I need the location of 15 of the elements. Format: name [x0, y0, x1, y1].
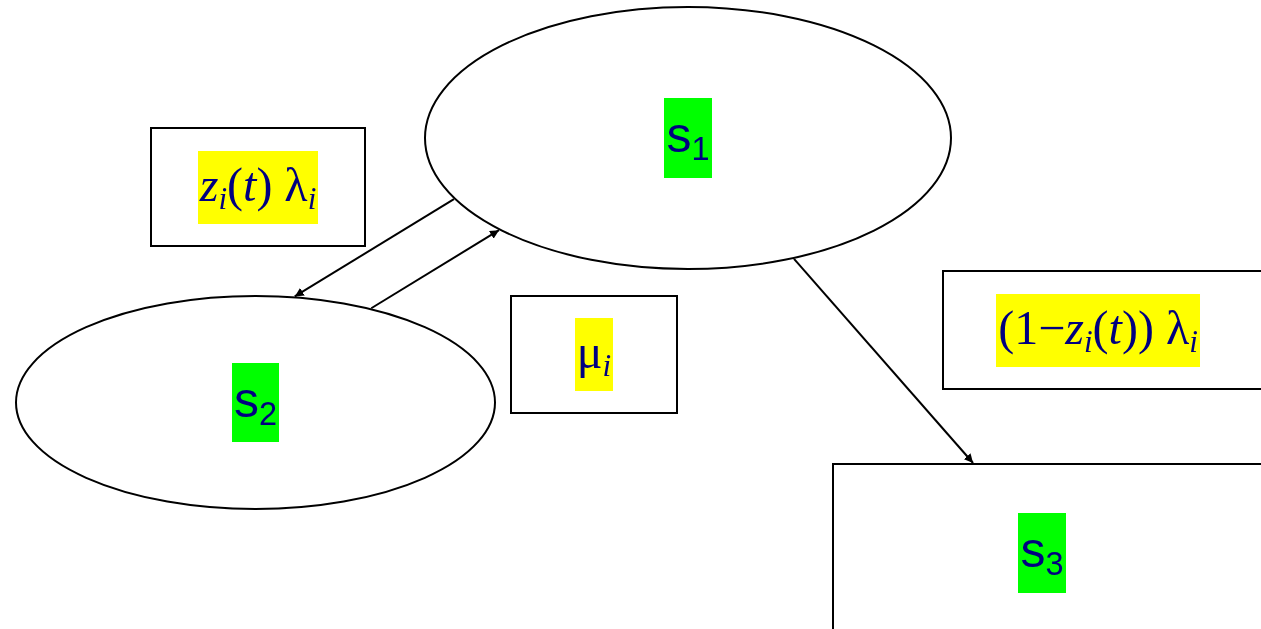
rate-box — [510, 295, 678, 414]
rate-label: z$_{i}$(t) λ$_{i}$ — [197, 150, 319, 224]
state-label: s$_{3}$ — [1018, 513, 1066, 593]
rate-label: (1−z$_{i}$(t)) λ$_{i}$ — [996, 293, 1200, 367]
rate-label: μ$_{i}$ — [574, 318, 614, 391]
state-ellipse — [15, 295, 496, 510]
arrow — [793, 257, 975, 464]
state-label: s$_{1}$ — [664, 98, 712, 178]
state-label: s$_{2}$ — [231, 362, 280, 443]
state-ellipse — [424, 6, 952, 270]
arrow — [370, 229, 500, 310]
rate-box — [150, 127, 366, 247]
arrow — [293, 198, 455, 298]
rate-box — [942, 270, 1261, 390]
state-box — [832, 463, 1261, 629]
